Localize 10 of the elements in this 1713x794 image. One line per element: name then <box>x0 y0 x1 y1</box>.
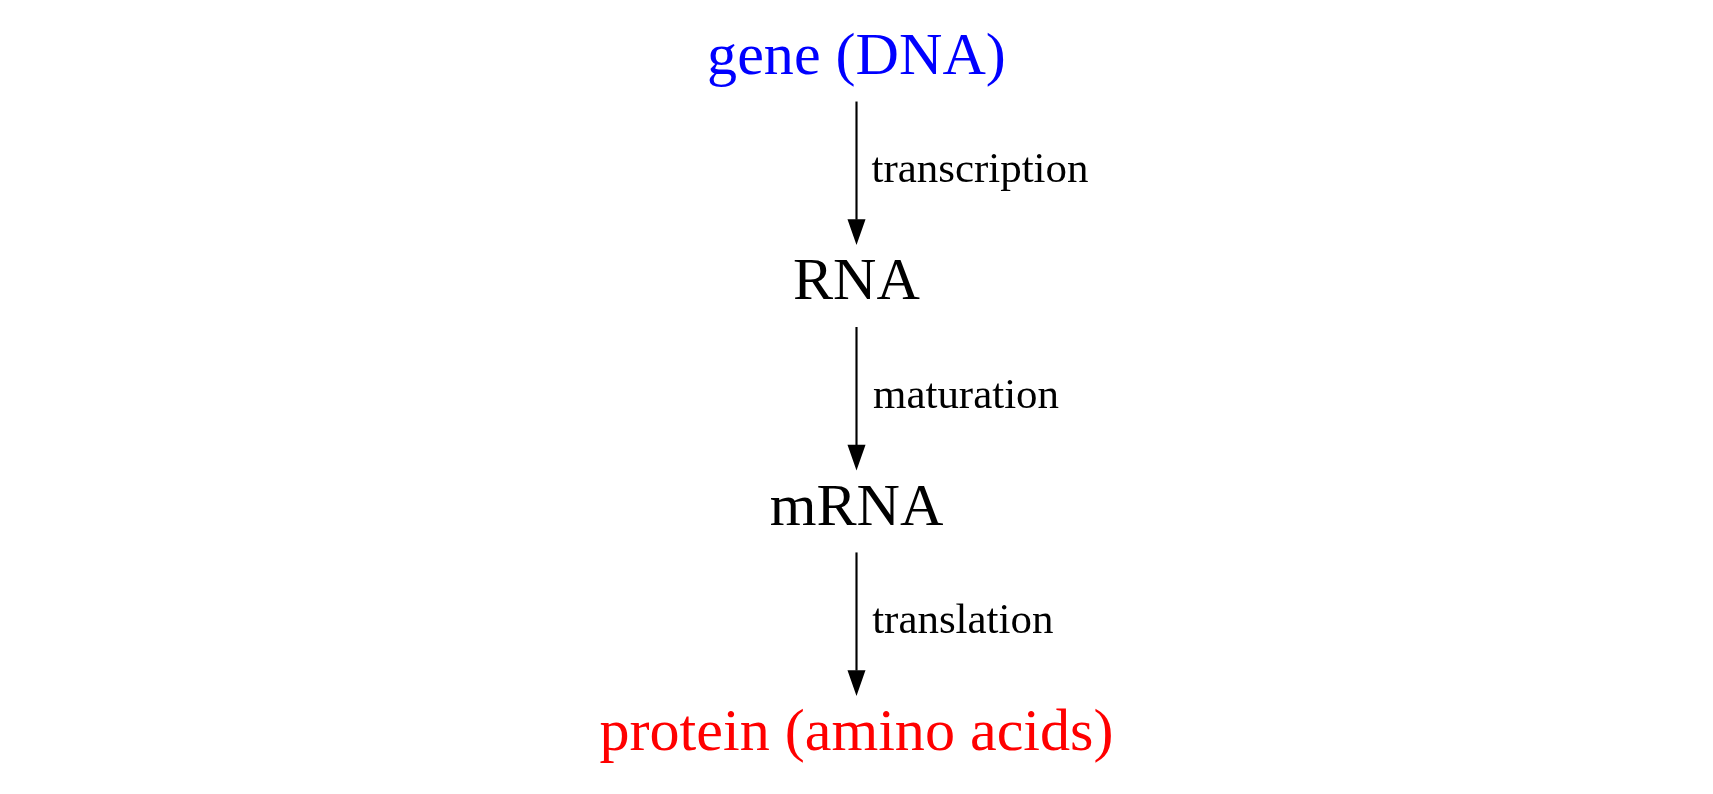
arrow <box>847 327 866 471</box>
node-text: protein (amino acids) <box>599 695 1114 763</box>
edge-label: transcription <box>871 144 1089 192</box>
arrow <box>847 552 866 696</box>
node-text: gene (DNA) <box>707 19 1006 87</box>
edge-label: maturation <box>873 369 1060 417</box>
edge-label: translation <box>872 595 1054 643</box>
node-text: RNA <box>793 245 920 313</box>
arrow <box>847 101 866 246</box>
node-text: mRNA <box>769 470 944 538</box>
